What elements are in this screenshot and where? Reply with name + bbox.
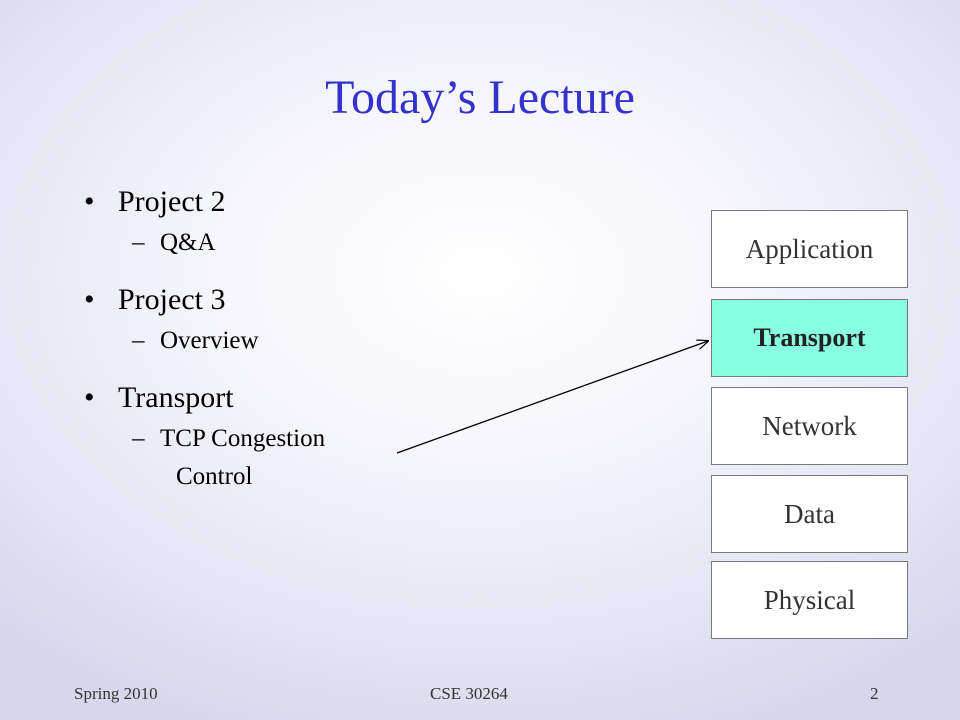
sub-bullet-marker: – xyxy=(132,327,145,354)
layer-transport: Transport xyxy=(711,299,908,377)
layer-data: Data xyxy=(711,475,908,553)
bullet-marker: • xyxy=(84,185,95,218)
sub-bullet-text: Overview xyxy=(160,327,259,354)
layer-network: Network xyxy=(711,387,908,465)
bullet-transport: • Transport xyxy=(84,376,414,420)
bullet-text: Project 3 xyxy=(118,283,226,316)
bullet-list: • Project 2 – Q&A • Project 3 – Overview… xyxy=(84,180,414,512)
sub-bullet-text-line1: TCP Congestion xyxy=(160,425,326,452)
slide-title: Today’s Lecture xyxy=(325,71,635,124)
layer-physical: Physical xyxy=(711,561,908,639)
arrow-line xyxy=(396,341,708,454)
sub-bullet-text-line2: Control xyxy=(176,463,253,490)
sub-bullet-qa: – Q&A xyxy=(84,224,414,262)
layer-application: Application xyxy=(711,210,908,288)
sub-bullet-tcp-congestion: – TCP Congestion Control xyxy=(84,420,414,496)
footer-course: CSE 30264 xyxy=(430,684,508,703)
bullet-marker: • xyxy=(84,381,95,414)
footer-term: Spring 2010 xyxy=(74,684,158,703)
footer-page-number: 2 xyxy=(870,684,879,703)
sub-bullet-overview: – Overview xyxy=(84,322,414,360)
bullet-project-3: • Project 3 xyxy=(84,278,414,322)
sub-bullet-marker: – xyxy=(132,425,145,452)
sub-bullet-marker: – xyxy=(132,229,145,256)
bullet-project-2: • Project 2 xyxy=(84,180,414,224)
bullet-text: Project 2 xyxy=(118,185,226,218)
bullet-text: Transport xyxy=(118,381,234,414)
bullet-marker: • xyxy=(84,283,95,316)
sub-bullet-text: Q&A xyxy=(160,229,216,256)
